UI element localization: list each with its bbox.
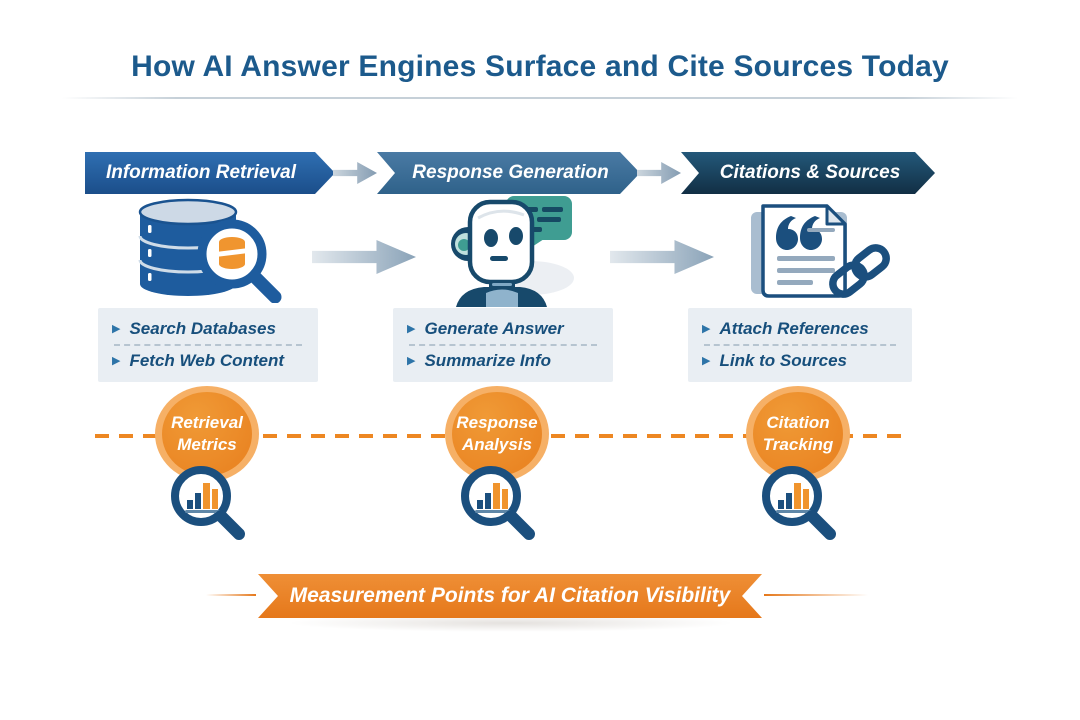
triangle-bullet-icon: ▶ (702, 354, 711, 367)
list-item-label: Attach References (719, 319, 869, 338)
magnifier-bar-chart-icon (461, 466, 535, 540)
stage-banner-response-generation: Response Generation (377, 152, 640, 194)
triangle-bullet-icon: ▶ (407, 354, 416, 367)
triangle-bullet-icon: ▶ (702, 322, 711, 335)
title-divider (62, 97, 1018, 99)
triangle-bullet-icon: ▶ (112, 322, 121, 335)
list-item-label: Generate Answer (424, 319, 564, 338)
ribbon-tail-line (206, 594, 256, 596)
task-list-information-retrieval: ▶ Search Databases ▶ Fetch Web Content (98, 308, 318, 382)
database-search-icon (138, 198, 282, 303)
list-item-label: Summarize Info (424, 351, 552, 370)
flow-arrow-icon (312, 240, 416, 274)
stage-banner-citations-sources: Citations & Sources (681, 152, 935, 194)
triangle-bullet-icon: ▶ (407, 322, 416, 335)
ribbon-tail-line (764, 594, 868, 596)
stage-banner-information-retrieval: Information Retrieval (85, 152, 335, 194)
page-title: How AI Answer Engines Surface and Cite S… (131, 50, 949, 83)
dashed-separator (409, 344, 597, 346)
list-item: ▶ Fetch Web Content (112, 347, 304, 375)
list-item: ▶ Search Databases (112, 315, 304, 343)
list-item: ▶ Summarize Info (407, 347, 599, 375)
list-item: ▶ Link to Sources (702, 347, 898, 375)
list-item: ▶ Generate Answer (407, 315, 599, 343)
stage-banner-label: Citations & Sources (719, 162, 901, 183)
stage-banner-label: Response Generation (412, 162, 609, 183)
document-quote-link-icon (751, 204, 890, 298)
triangle-bullet-icon: ▶ (112, 354, 121, 367)
task-list-citations-sources: ▶ Attach References ▶ Link to Sources (688, 308, 912, 382)
list-item: ▶ Attach References (702, 315, 898, 343)
list-item-label: Fetch Web Content (129, 351, 285, 370)
banner-arrow-icon (637, 162, 681, 184)
banner-arrow-icon (333, 162, 377, 184)
robot-chat-icon (451, 196, 574, 307)
list-item-label: Link to Sources (719, 351, 847, 370)
task-list-response-generation: ▶ Generate Answer ▶ Summarize Info (393, 308, 613, 382)
magnifier-bar-chart-icon (762, 466, 836, 540)
magnifier-bar-chart-icon (171, 466, 245, 540)
ribbon-shadow (286, 614, 736, 632)
list-item-label: Search Databases (129, 319, 276, 338)
dashed-separator (114, 344, 302, 346)
link-icon (829, 244, 890, 298)
dashed-separator (704, 344, 896, 346)
measurement-banner-label: Measurement Points for AI Citation Visib… (289, 584, 731, 607)
stage-banner-label: Information Retrieval (105, 162, 297, 183)
flow-arrow-icon (610, 240, 714, 274)
measurement-banner: Measurement Points for AI Citation Visib… (258, 574, 762, 618)
